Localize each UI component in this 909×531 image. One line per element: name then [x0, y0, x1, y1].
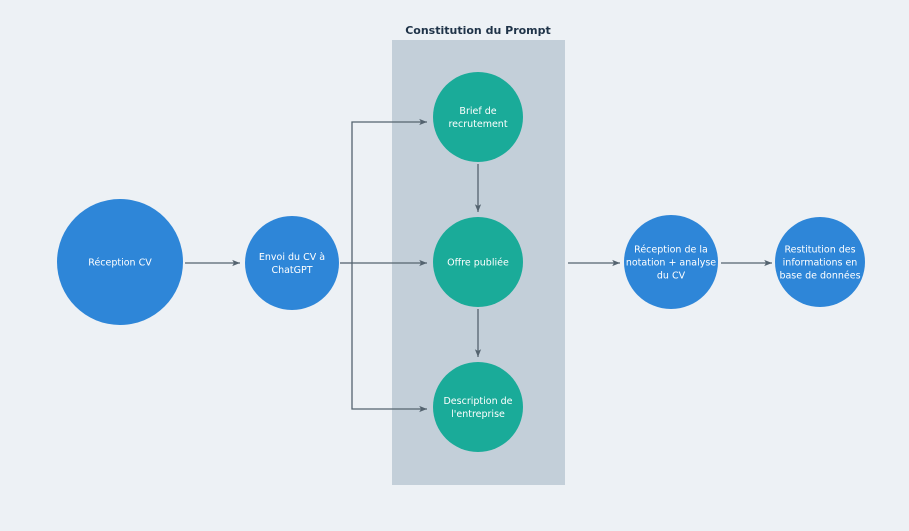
node-reception-cv[interactable]: Réception CV	[57, 199, 183, 325]
edge-fork-to-description	[351, 263, 427, 413]
node-shape-reception-notation[interactable]	[624, 215, 718, 309]
group-label-layer: Constitution du Prompt	[405, 24, 551, 37]
group-label-constitution-du-prompt: Constitution du Prompt	[405, 24, 551, 37]
node-offre-publiee[interactable]: Offre publiée	[433, 217, 523, 307]
node-shape-envoi-cv-chatgpt[interactable]	[245, 216, 339, 310]
edge-fork-to-brief	[351, 118, 427, 263]
node-shape-description-entreprise[interactable]	[433, 362, 523, 452]
edge-layer	[185, 118, 772, 413]
node-shape-reception-cv[interactable]	[57, 199, 183, 325]
node-shape-restitution-informations[interactable]	[775, 217, 865, 307]
node-shape-offre-publiee[interactable]	[433, 217, 523, 307]
node-shape-brief-de-recrutement[interactable]	[433, 72, 523, 162]
